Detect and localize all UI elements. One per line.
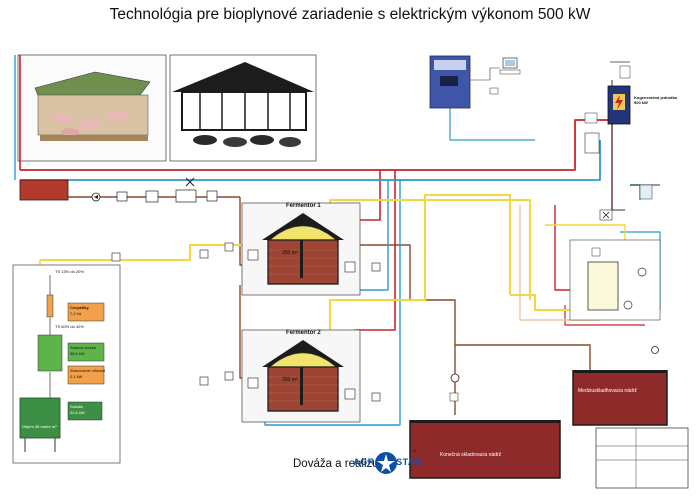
fermenter-2-label: Fermentor 2 xyxy=(286,330,321,336)
dryer-product-3-value: 2,1 kW xyxy=(70,374,83,379)
final-tank-label: Konečná skladovacia nádrž xyxy=(440,452,502,458)
dryer-product-2-label: Sušená zložka xyxy=(70,345,97,350)
dryer-product-1-label: Cecpeliky xyxy=(70,305,89,310)
dryer-bin-label: Objem 35 metre m³ xyxy=(22,424,57,429)
dryer-product-1-value: 7,2 t/d xyxy=(70,311,82,316)
receiving-tank xyxy=(19,179,69,201)
chp-unit xyxy=(607,61,631,125)
brand-left: AGR xyxy=(353,457,375,467)
lightning-icon xyxy=(613,94,625,110)
cow-barn-illustration xyxy=(169,54,317,162)
chp-label: Kogeneračná jednotka 500 kW xyxy=(634,95,677,105)
gas-storage xyxy=(569,239,661,321)
dryer-product-4-value: 22,6 kW xyxy=(70,410,85,415)
brand-right: STAR xyxy=(396,457,422,467)
pig-barn-illustration xyxy=(17,54,167,162)
valve-icon xyxy=(185,177,195,187)
dryer-product-3-label: Zbavovanie vlhkosti xyxy=(70,368,106,373)
agrostar-logo: AGR STAR ® xyxy=(353,448,421,476)
dryer-product-4-label: Sušidlo xyxy=(70,404,84,409)
pump-icon xyxy=(91,192,101,202)
final-storage-tank xyxy=(409,420,561,479)
fermenter-2 xyxy=(241,329,361,423)
dryer-block xyxy=(12,264,121,464)
brand-mark: ® xyxy=(413,448,416,453)
fermenter-1 xyxy=(241,202,361,296)
fermenter-2-volume: 250 m³ xyxy=(282,377,298,383)
fermenter-1-label: Fermentor 1 xyxy=(286,203,321,209)
intermediate-tank-label: Medziuskladňovacia nádrž xyxy=(578,388,637,394)
dryer-header-1: TS 13% do 20% xyxy=(55,269,84,274)
intermediate-storage-tank xyxy=(572,370,668,426)
page-title: Technológia pre bioplynové zariadenie s … xyxy=(109,6,591,23)
computer-icon xyxy=(429,55,521,109)
dryer-header-2: TS 60% do 40% xyxy=(55,324,84,329)
fermenter-1-volume: 250 m³ xyxy=(282,250,298,256)
credit-text: Dováža a realizuje xyxy=(293,458,388,470)
title-block xyxy=(595,427,689,489)
dryer-product-2-value: 38,2 kW xyxy=(70,351,85,356)
